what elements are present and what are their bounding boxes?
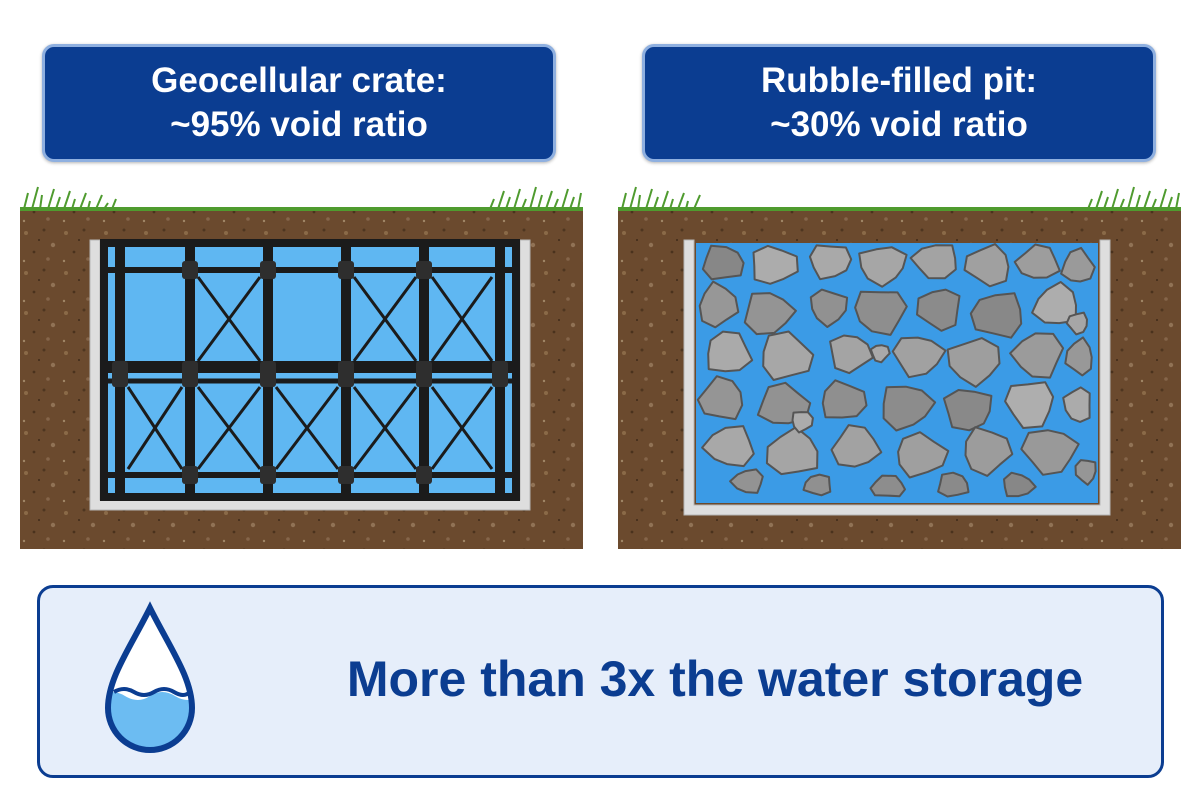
stone [729, 468, 764, 494]
rubble-label-line1: Rubble-filled pit: [760, 61, 1038, 100]
crate-cross-section [20, 185, 583, 549]
stone [916, 288, 961, 332]
stone [942, 389, 993, 432]
stone [1004, 381, 1055, 429]
stone [1003, 471, 1037, 498]
stone [964, 426, 1014, 477]
stone [752, 244, 799, 285]
grass [618, 186, 1181, 211]
stone [1074, 459, 1097, 486]
rubble-stones [696, 243, 1097, 498]
crate-structure [100, 239, 520, 501]
stone [869, 474, 906, 498]
stone [791, 411, 814, 434]
stone [830, 424, 883, 468]
stone [963, 243, 1010, 288]
stone [854, 290, 908, 336]
stone [701, 425, 755, 468]
stone [1064, 336, 1093, 377]
stone [897, 431, 950, 479]
stone [858, 246, 908, 288]
grass [20, 186, 583, 211]
stone [882, 385, 937, 432]
rubble-cross-section-illustration [618, 186, 1181, 549]
stone [1060, 246, 1096, 283]
stone [821, 379, 868, 419]
stone [696, 375, 744, 421]
stone [808, 244, 853, 281]
stone [762, 330, 815, 381]
stone [891, 336, 947, 379]
stone [946, 337, 1001, 388]
summary-banner: More than 3x the water storage [37, 585, 1164, 778]
stone [969, 292, 1023, 339]
water-drop-icon [104, 601, 196, 753]
crate-label: Geocellular crate: ~95% void ratio [42, 44, 556, 162]
stone [937, 471, 970, 498]
stone [698, 280, 740, 329]
stone [765, 426, 819, 476]
rubble-label-line2: ~30% void ratio [770, 105, 1028, 144]
stone [1009, 332, 1065, 379]
stone [829, 334, 874, 375]
stone [1065, 311, 1088, 336]
stone [1013, 243, 1061, 279]
stone [802, 473, 832, 497]
stone [1020, 429, 1080, 476]
stone [1062, 386, 1091, 423]
stone [809, 288, 849, 328]
pit-liner [683, 239, 1111, 516]
crate-label-line2: ~95% void ratio [170, 105, 428, 144]
stone [909, 244, 957, 280]
rubble-label: Rubble-filled pit: ~30% void ratio [642, 44, 1156, 162]
stone [707, 330, 754, 373]
summary-text: More than 3x the water storage [346, 651, 1084, 707]
crate-label-line1: Geocellular crate: [151, 61, 447, 100]
stone [743, 292, 797, 336]
stone [869, 344, 891, 364]
stone [701, 244, 745, 281]
rubble-cross-section [618, 185, 1181, 549]
crate-cross-section-illustration [20, 186, 583, 549]
